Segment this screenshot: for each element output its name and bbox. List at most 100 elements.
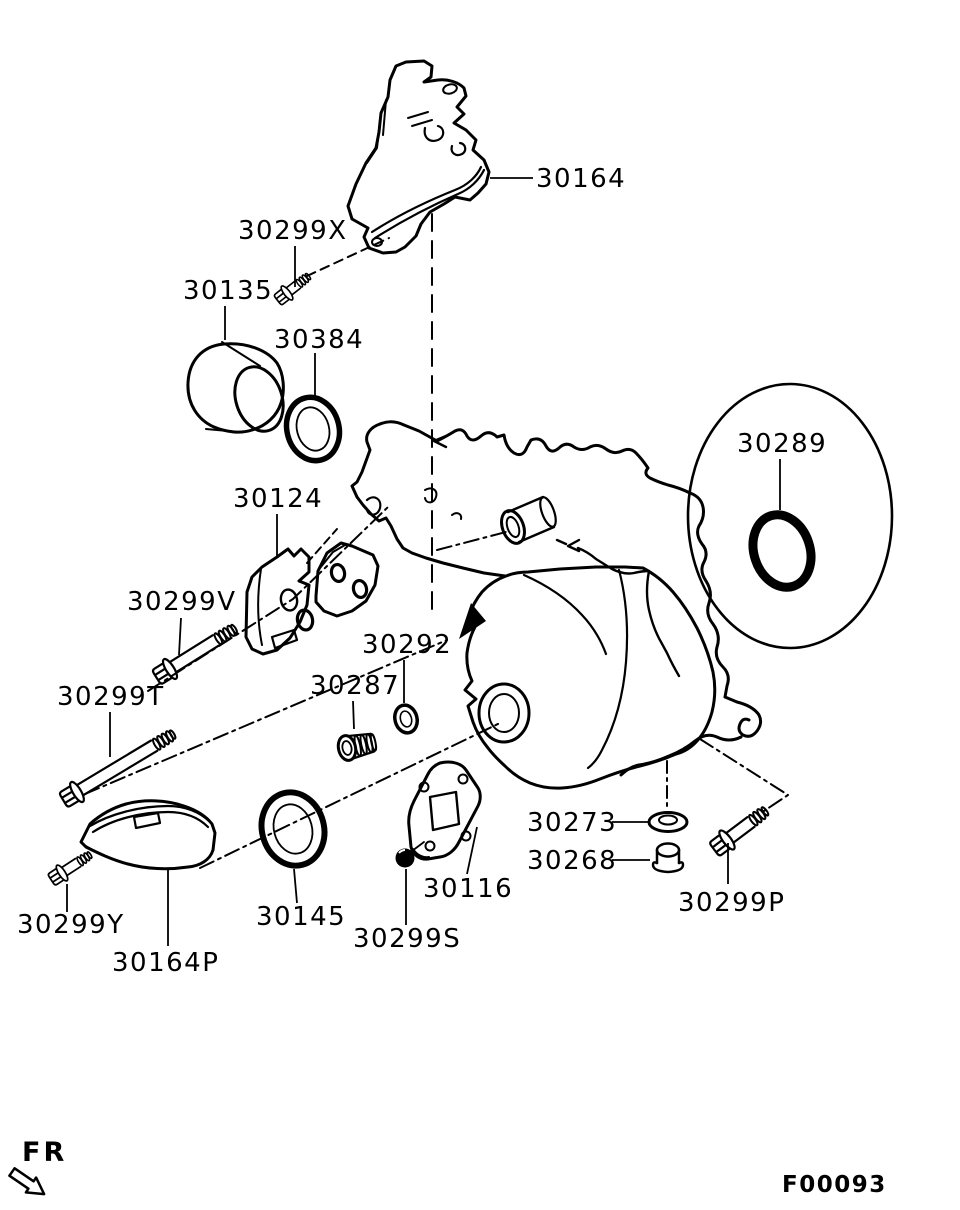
bearing-boss-outer [477,682,531,744]
part-bolt-30299Y [47,851,93,886]
cover-foot-hole [371,237,383,247]
part-label-30135: 30135 [183,276,273,306]
plate-hole [424,840,436,852]
cover-flange-band [370,165,486,240]
part-label-30164P: 30164P [112,948,219,978]
part-washer-30273 [647,811,689,833]
bolt-tip [760,806,770,817]
bolt-flange [161,657,179,681]
protector-slot [132,811,162,830]
bearing-boss-inner [488,693,520,733]
cover-inner-loops [423,124,467,157]
chevron-mark-top [432,434,448,449]
bolt-flange [280,285,294,301]
front-indicator: FR [8,1137,67,1196]
part-bracket-30124 [244,541,380,656]
cover-outline [346,59,491,255]
bubble-circle [686,382,894,650]
part-o-ring-30289 [748,510,816,592]
plug-end [369,733,378,752]
bolt-flange [718,829,736,851]
housing-lug [723,695,763,738]
part-ball-30299S [395,841,425,868]
part-label-30299T: 30299T [57,682,165,712]
tube-mouth-inner [505,515,521,539]
bolt-head [709,834,731,857]
part-seal-30384 [283,394,343,464]
bolt-head [273,288,290,306]
bracket-left-plate [244,547,311,656]
bracket-hole-4 [295,608,315,632]
part-label-30164: 30164 [536,164,626,194]
bracket-mount-line [306,528,338,564]
housing-right-edge [688,491,730,699]
chevron-mark-mid [566,538,581,553]
leader-30116 [466,826,478,875]
seal-30145-outer [258,789,328,869]
part-label-30268: 30268 [527,846,617,876]
bolt-flange [55,864,69,882]
leader-30299V [178,617,182,656]
bracket-hole-2 [351,578,369,600]
bracket-right-plate-edge [319,544,346,569]
washer-inner [658,814,678,826]
seal-30145-inner [272,803,314,855]
part-cover-30164 [346,59,491,255]
protector-outline [79,799,217,871]
ball-highlight [398,849,406,854]
plate-hole [418,781,430,793]
part-label-30299X: 30299X [238,216,348,246]
leader-30287 [352,700,355,730]
bell-housing-outline [463,565,717,790]
part-label-30292: 30292 [362,630,452,660]
cap-side [655,848,681,865]
part-label-30289: 30289 [737,429,827,459]
bolt-shank [285,280,302,296]
bolt-flange [69,780,85,804]
front-label: FR [22,1137,67,1168]
part-label-30116: 30116 [423,874,513,904]
washer-outer [647,811,689,833]
part-label-30299Y: 30299Y [17,910,125,940]
part-label-30299S: 30299S [353,924,461,954]
bell-crease-line [522,573,608,656]
bolt-head [47,868,64,886]
housing-drawing [350,420,763,790]
bolt-shank [169,634,221,674]
bolt-t-axis [84,639,448,795]
tube-body [506,495,556,544]
housing-mid-edge [645,569,681,678]
bolt-head [58,785,80,808]
part-cap-30268 [651,842,685,874]
tube-axis [436,531,507,551]
bolt-tip [168,729,177,740]
ring-30292-inner [399,710,413,728]
output-tube [500,495,557,545]
bolt-head [151,662,173,685]
housing-left-face [350,422,507,578]
figure-code: F00093 [782,1172,887,1198]
plug-rib [359,733,368,756]
ball [395,848,415,868]
bolt-shank [61,857,82,877]
part-bolt-30299V [151,623,238,685]
part-label-30145: 30145 [256,902,346,932]
ring-30292-outer [393,703,419,735]
housing-bottom-right-edge [619,733,743,777]
part-label-30273: 30273 [527,808,617,838]
bracket-hole-3 [279,588,299,612]
part-labels: 30164 30299X 30135 30384 30124 30299V 30… [17,164,827,978]
sleeve-outline [186,342,285,434]
housing-top-edge [378,420,692,495]
cover-top-hole [442,83,458,95]
seal-30384-outer [283,394,343,464]
bolt-shank [725,816,756,844]
bolt-shank [76,739,159,797]
plug-face-inner [341,740,353,756]
bracket-fold-line [257,568,263,646]
leader-30145 [293,868,298,904]
part-label-30124: 30124 [233,484,323,514]
plate-hole [460,830,472,842]
